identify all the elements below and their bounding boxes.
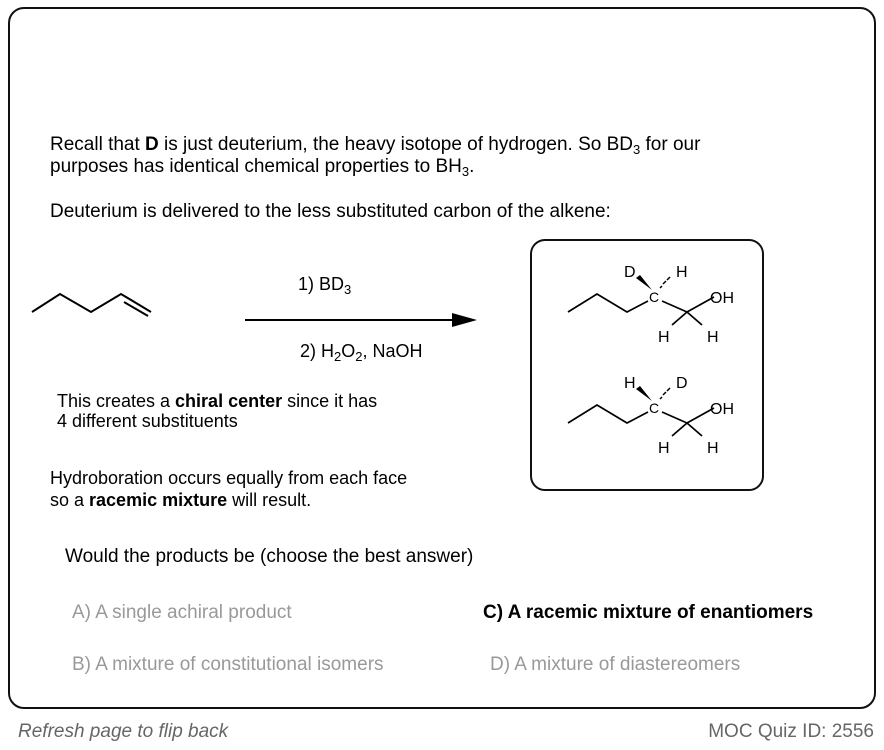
pentene-structure: [31, 292, 152, 317]
products-box: [530, 239, 764, 491]
atom-C: C: [649, 400, 659, 416]
chiral-center-note: This creates a chiral center since it ha…: [57, 391, 378, 431]
atom-H: H: [658, 329, 670, 346]
product-enantiomer-2: [567, 386, 715, 437]
intro-paragraph-1: Recall that D is just deuterium, the hea…: [50, 134, 701, 179]
atom-C: C: [649, 289, 659, 305]
atom-D: D: [676, 375, 688, 392]
atom-H: H: [658, 440, 670, 457]
option-d[interactable]: D) A mixture of diastereomers: [490, 654, 741, 675]
intro-paragraph-2: Deuterium is delivered to the less subst…: [50, 201, 611, 222]
atom-H: H: [676, 264, 688, 281]
quiz-id: MOC Quiz ID: 2556: [708, 721, 874, 742]
racemic-note: Hydroboration occurs equally from each f…: [50, 468, 408, 510]
reagent-step-2: 2) H2O2, NaOH: [300, 341, 423, 364]
atom-H: H: [707, 329, 719, 346]
question-text: Would the products be (choose the best a…: [65, 546, 474, 567]
atom-D: D: [624, 264, 636, 281]
atom-OH: OH: [710, 290, 734, 307]
option-a[interactable]: A) A single achiral product: [72, 602, 292, 623]
atom-H: H: [624, 375, 636, 392]
option-b[interactable]: B) A mixture of constitutional isomers: [72, 654, 384, 675]
atom-H: H: [707, 440, 719, 457]
product-enantiomer-1: [567, 275, 715, 326]
refresh-hint: Refresh page to flip back: [18, 721, 229, 742]
reagent-step-1: 1) BD3: [298, 274, 352, 297]
reaction-arrow: [245, 313, 477, 327]
quiz-card: [8, 7, 876, 709]
atom-OH: OH: [710, 401, 734, 418]
option-c[interactable]: C) A racemic mixture of enantiomers: [483, 602, 814, 623]
